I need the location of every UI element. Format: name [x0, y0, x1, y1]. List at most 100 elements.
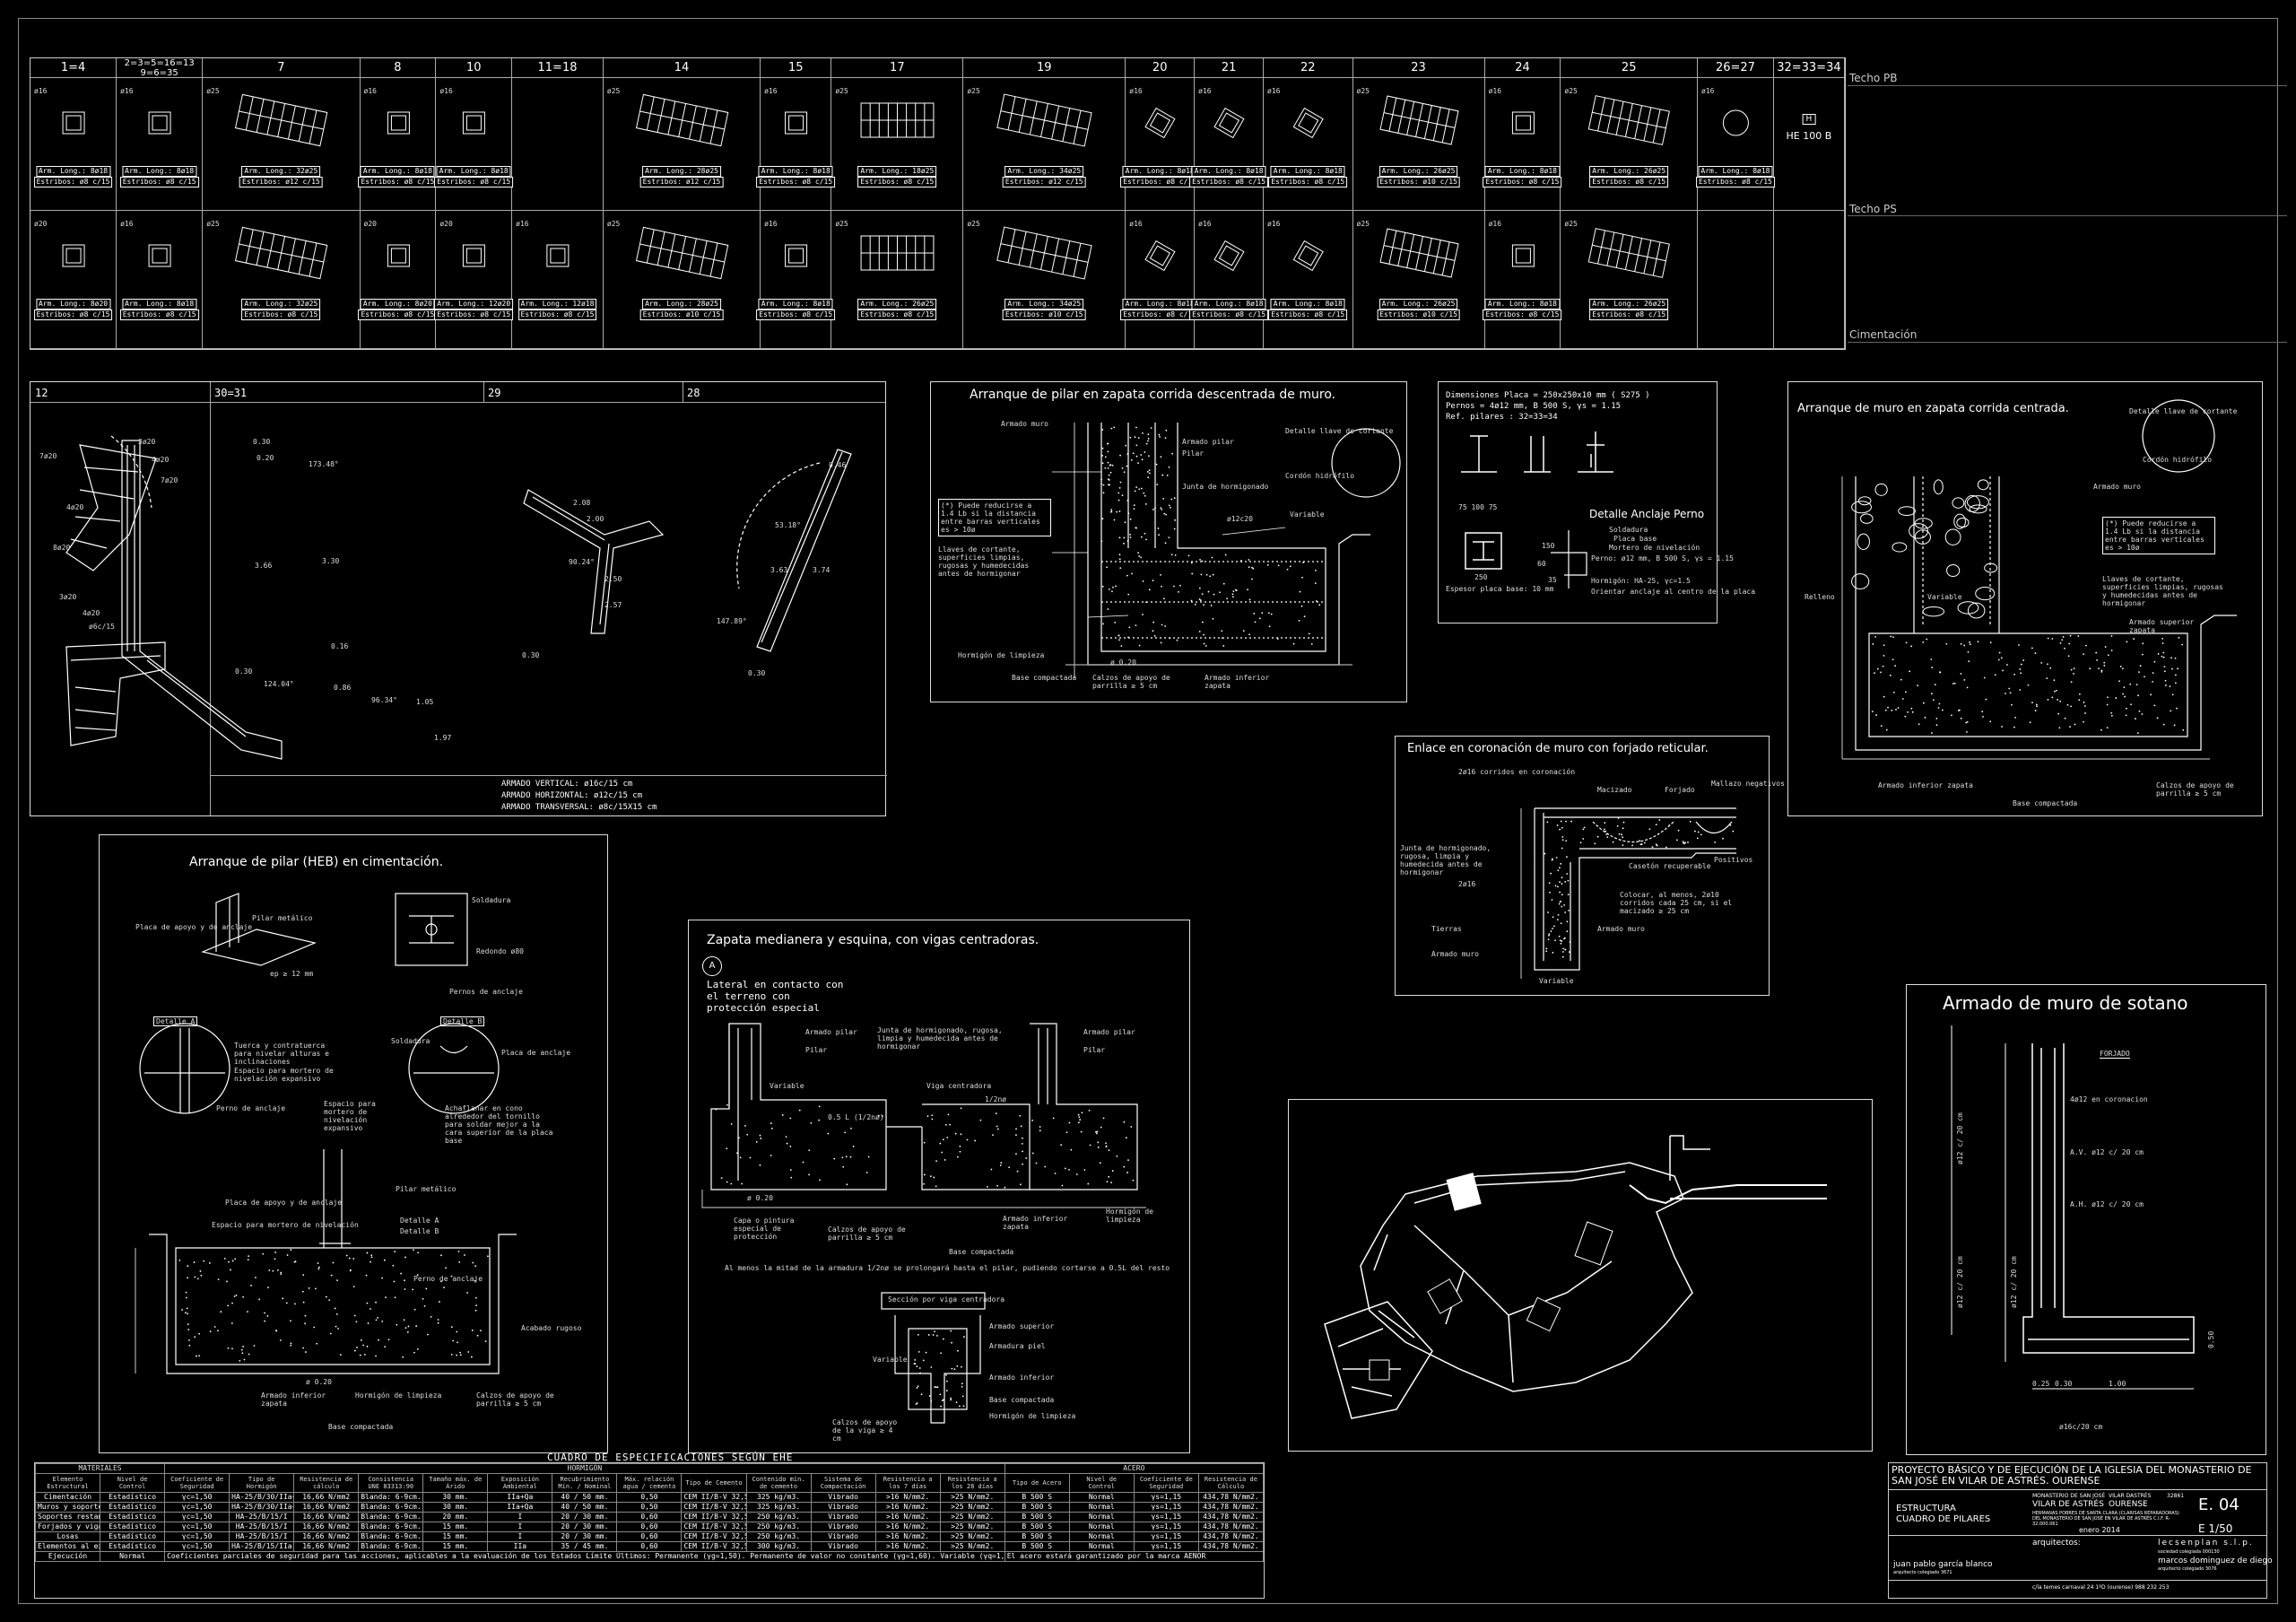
rebar-diameter: ø16 [120, 220, 134, 228]
spec-cell: 0,60 [616, 1522, 683, 1532]
heb-label: Achaflanar en cono alrededor del tornill… [445, 1104, 553, 1145]
spec-cell: >25 N/mm2. [939, 1512, 1005, 1522]
spec-table-title: CUADRO DE ESPECIFICACIONES SEGÚN EHE [547, 1452, 794, 1463]
pillar-section-drawing [1378, 228, 1459, 278]
tb-architect2: marcos dominguez de diego [2158, 1557, 2273, 1565]
spec-cell: 0,50 [616, 1492, 683, 1503]
estribos-label: Estribos: ø8 c/15 [33, 177, 113, 187]
me-label: Junta de hormigonado, rugosa, limpia y h… [877, 1026, 1003, 1051]
pillar-section-drawing [1292, 107, 1324, 139]
ribbed-divider [210, 382, 211, 815]
zd-label: Llaves de cortante, superficies limpias,… [938, 545, 1030, 578]
arm-long-label: Arm. Long.: 8ø18 [758, 299, 833, 310]
me-label: 0.5 L (1/2nø) [828, 1113, 884, 1121]
p30-dim: 0.16 [331, 642, 349, 650]
spec-cell: 325 kg/m3. [745, 1492, 812, 1503]
tb-architect1-sub: arquitecto colegiado 3671 [1893, 1570, 1952, 1575]
en-label: 2ø16 [1458, 880, 1476, 888]
arm-long-label: Arm. Long.: 8ø18 [1122, 166, 1197, 177]
pillar-section-drawing [1144, 240, 1176, 272]
ribbed-walls-drawing [65, 435, 852, 760]
tb-small: 32861 [2167, 1493, 2185, 1499]
title-block: PROYECTO BÁSICO Y DE EJECUCIÓN DE LA IGL… [1888, 1462, 2273, 1599]
estribos-label: Estribos: ø8 c/15 [756, 177, 836, 187]
me-label: Armado pilar [805, 1028, 857, 1036]
rebar-diameter: ø20 [363, 220, 377, 228]
anclaje-panel: Dimensiones Placa = 250x250x10 mm ( S275… [1438, 381, 1755, 624]
sotano-label: ø12 c/ 20 cm [1956, 1112, 1964, 1164]
spec-cell: Normal [1068, 1522, 1135, 1532]
spec-cell: Cimentación [34, 1492, 101, 1503]
spec-cell: Forjados y vigas [34, 1522, 101, 1532]
anclaje-label: Perno: ø12 mm, B 500 S, γs = 1.15 [1591, 554, 1734, 562]
pillar-section-drawing [235, 93, 328, 147]
pillar-section-drawing [235, 226, 328, 280]
heb-label: Espacio para mortero de nivelación [212, 1221, 359, 1229]
pillar-section-drawing [1378, 95, 1459, 145]
rebar-diameter: ø16 [516, 220, 529, 228]
spec-cell: Estadístico [100, 1492, 166, 1503]
arm-long-label: Arm. Long.: 8ø18 [1270, 299, 1345, 310]
estribos-label: Estribos: ø8 c/15 [1589, 310, 1669, 320]
heb-label: Soldadura [391, 1037, 430, 1045]
pillar-section-drawing [1144, 107, 1176, 139]
zd-label: Base compactada [1012, 674, 1077, 682]
spec-cell: Vibrado [810, 1522, 876, 1532]
p12-label: 3ø20 [138, 438, 156, 446]
zd-label: Detalle llave de cortante [1285, 427, 1394, 435]
estribos-label: Estribos: ø8 c/15 [1120, 177, 1200, 187]
me-label: Hormigón de limpieza [1106, 1208, 1153, 1224]
spec-cell: IIa [487, 1541, 553, 1552]
arm-long-label: Arm. Long.: 28ø25 [642, 299, 721, 310]
arm-long-label: Arm. Long.: 12ø20 [434, 299, 514, 310]
estribos-label: Estribos: ø8 c/15 [1120, 310, 1200, 320]
en-label: Colocar, al menos, 2ø10 corridos cada 25… [1620, 891, 1733, 915]
tb-architects-label: arquitectos: [2032, 1539, 2081, 1548]
pillar-col-header: 23 [1352, 58, 1485, 78]
p12-label: 4ø20 [83, 609, 100, 617]
spec-ejecucion-cell: El acero estará garantizado por la marca… [1004, 1551, 1265, 1562]
estribos-label: Estribos: ø8 c/15 [358, 177, 438, 187]
spec-group-header: HORMIGÓN [164, 1463, 1005, 1474]
anclaje-label: 60 [1537, 560, 1546, 568]
estribos-label: Estribos: ø8 c/15 [1589, 177, 1669, 187]
spec-cell: 434,78 N/mm2. [1197, 1522, 1265, 1532]
estribos-label: Estribos: ø8 c/15 [857, 177, 937, 187]
hea-profile: HE 100 B [1786, 130, 1832, 142]
rebar-diameter: ø25 [835, 87, 848, 95]
pillar-section-drawing [785, 111, 808, 135]
spec-ejecucion-cell: Ejecución [34, 1551, 101, 1562]
spec-cell: γc=1,50 [164, 1531, 230, 1542]
pillar-section-drawing [1511, 244, 1535, 267]
tb-small: OURENSE [2109, 1500, 2148, 1509]
spec-cell: γc=1,50 [164, 1502, 230, 1513]
rebar-diameter: ø16 [764, 220, 778, 228]
me-section-label: Base compactada [989, 1396, 1055, 1404]
rebar-diameter: ø16 [1129, 87, 1143, 95]
rebar-diameter: ø16 [120, 87, 134, 95]
estribos-label: Estribos: ø8 c/15 [1695, 177, 1775, 187]
spec-cell: 434,78 N/mm2. [1197, 1541, 1265, 1552]
spec-cell: γs=1,15 [1133, 1541, 1199, 1552]
arm-long-label: Arm. Long.: 32ø25 [241, 299, 321, 310]
pillar-section-drawing [860, 102, 935, 138]
ribbed-col-28: 28 [687, 387, 700, 399]
sotano-label: ø12 c/ 20 cm [1956, 1256, 1964, 1308]
heb-label: Placa de apoyo y de anclaje [225, 1199, 343, 1207]
spec-cell: HA-25/B/30/IIa+Qa [229, 1502, 295, 1513]
zd-label: Armado pilar [1182, 438, 1234, 446]
arm-long-label: Arm. Long.: 26ø25 [1589, 166, 1669, 177]
mc-label: Variable [1927, 593, 1962, 601]
estribos-label: Estribos: ø8 c/15 [358, 310, 438, 320]
en-label: Tierras [1431, 925, 1462, 933]
pillar-section-drawing [996, 93, 1093, 147]
spec-cell: Normal [1068, 1502, 1135, 1513]
spec-cell: Blanda: 6-9cm. [358, 1522, 424, 1532]
heb-title: Arranque de pilar (HEB) en cimentación. [189, 855, 444, 869]
